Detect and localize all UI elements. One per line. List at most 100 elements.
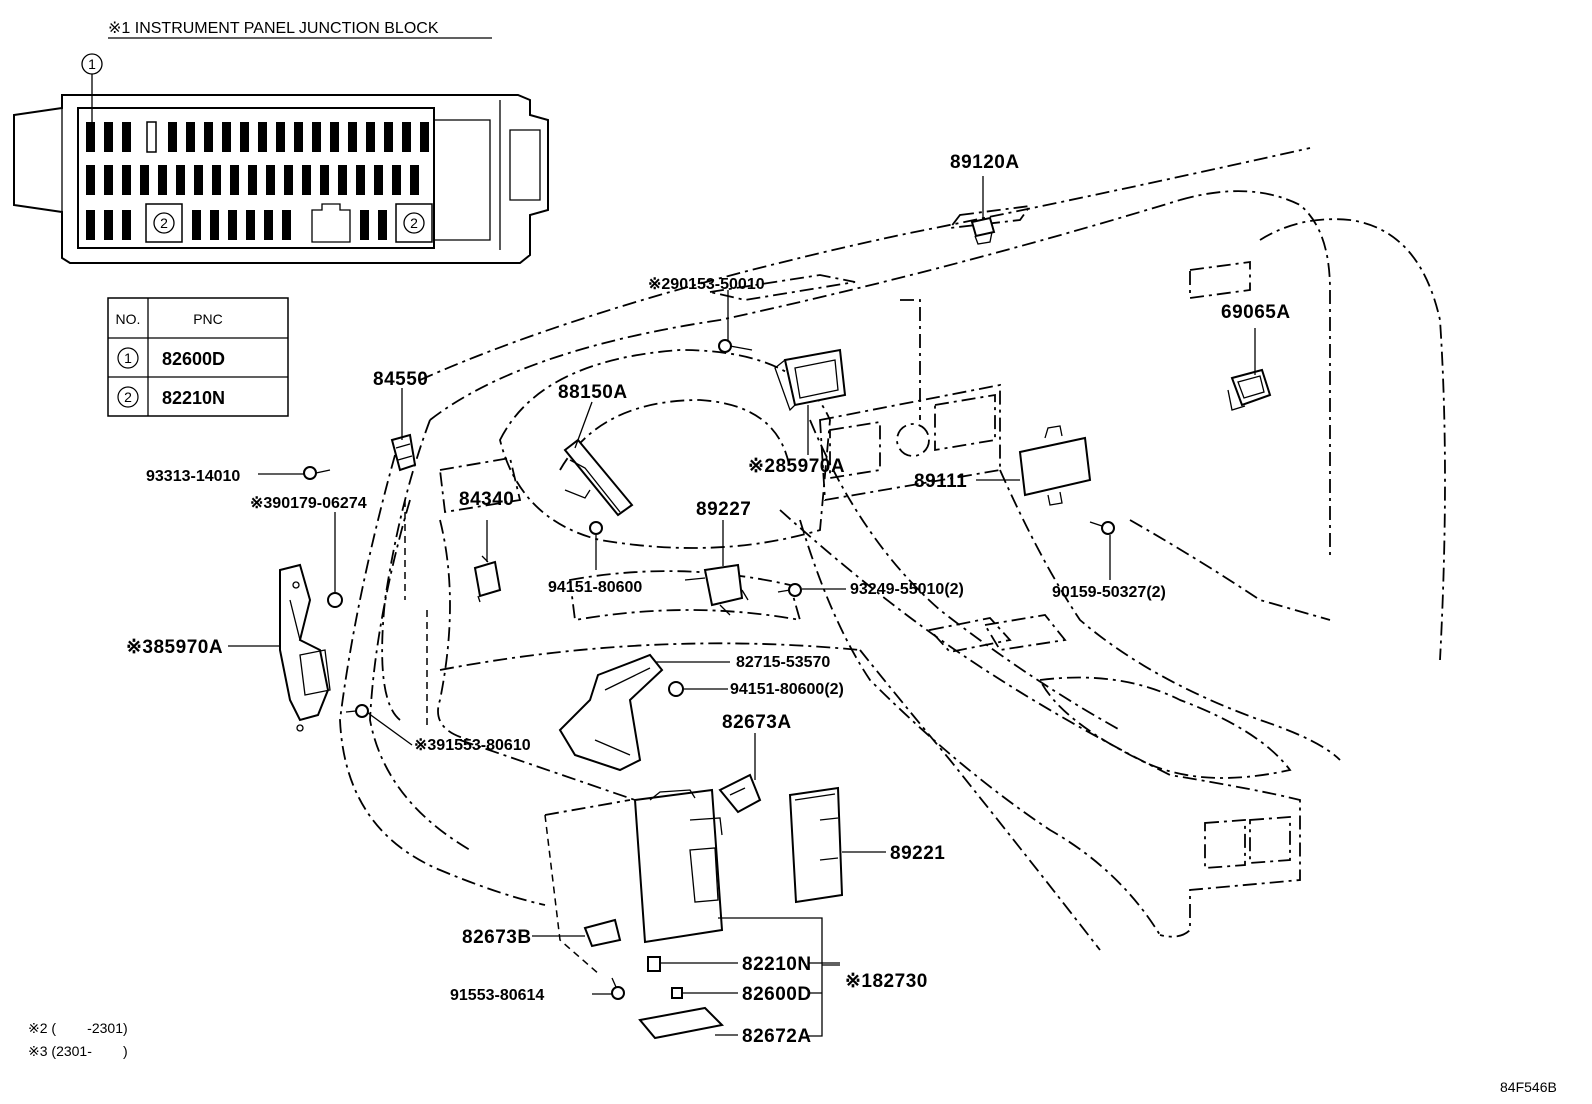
bolt-93313-14010 — [303, 466, 331, 480]
left-end-panel — [381, 419, 431, 721]
dash-right-end — [1179, 190, 1331, 560]
fuse — [122, 122, 131, 152]
part-graphics — [279, 216, 1272, 1040]
label-82673A: 82673A — [722, 712, 792, 733]
dash-right-door — [1259, 218, 1446, 661]
left-vent — [439, 456, 522, 514]
pnc-row-1-value: 82600D — [162, 349, 225, 369]
fuse-82600D — [671, 987, 683, 999]
bolt-90159-50327 — [1089, 521, 1115, 535]
empty-fuse-slot — [146, 121, 157, 153]
label-90179-06274: ※390179-06274 — [250, 495, 367, 512]
fuse — [320, 165, 329, 195]
label-82210N: 82210N — [742, 954, 812, 975]
fuse — [338, 165, 347, 195]
rear-vent-left — [1204, 819, 1246, 869]
label-94151-80600: 94151-80600 — [548, 579, 642, 596]
pnc-row-2-no: 2 — [124, 389, 132, 405]
lower-guide-line — [544, 814, 601, 976]
pnc-header-no: NO. — [116, 311, 141, 327]
fuse — [228, 210, 237, 240]
label-84340: 84340 — [459, 489, 514, 510]
bracket-82730 — [718, 917, 840, 1037]
label-94151-80600-2: 94151-80600(2) — [730, 681, 844, 698]
fuse — [104, 165, 113, 195]
bolt-91553-80610 — [345, 704, 369, 718]
center-console-outer — [779, 509, 1301, 938]
passenger-lower-edge — [1129, 519, 1331, 621]
sensor-69065A — [1227, 368, 1272, 411]
fuse — [86, 122, 95, 152]
fuse — [282, 210, 291, 240]
console-switch-1 — [928, 617, 1012, 653]
junction-block-face — [77, 107, 435, 249]
callout-2b: 2 — [410, 215, 418, 231]
bracket-85970A-left — [279, 563, 331, 732]
pnc-table: NO. PNC 1 82600D 2 82210N — [107, 297, 289, 417]
sensor-89227 — [684, 563, 749, 616]
fuse — [104, 122, 113, 152]
steering-column-cover — [569, 570, 802, 622]
center-display-edge — [900, 299, 921, 420]
module-89111 — [1018, 425, 1092, 506]
fuse — [122, 165, 131, 195]
fuse — [194, 165, 203, 195]
nut-94151-80600 — [589, 521, 603, 535]
fuse — [104, 210, 113, 240]
pnc-row-1-no: 1 — [124, 350, 132, 366]
pnc-row-1-circle — [117, 347, 139, 369]
bracket-82715-53570 — [558, 653, 664, 772]
floor-line — [859, 649, 1101, 951]
label-89227: 89227 — [696, 499, 751, 520]
junction-block-title: ※1 INSTRUMENT PANEL JUNCTION BLOCK — [108, 20, 439, 37]
fuse — [248, 165, 257, 195]
diagram-id: 84F546B — [1500, 1079, 1557, 1095]
fuse-row-3 — [86, 203, 433, 243]
fuse — [356, 165, 365, 195]
fuse — [240, 122, 249, 152]
label-82673B: 82673B — [462, 927, 532, 948]
instrument-panel-outline — [339, 147, 1446, 976]
rear-vent-right — [1249, 816, 1291, 864]
bracket-82673B — [583, 918, 622, 948]
dash-top-edge — [419, 147, 1311, 381]
dash-upper-face — [429, 199, 1181, 421]
label-90153-50010: ※290153-50010 — [648, 276, 765, 293]
callout-circle-2a — [153, 212, 175, 234]
footnotes: ※2 ( -2301) ※3 (2301- ) 84F546B — [28, 1020, 1557, 1095]
label-89221: 89221 — [890, 843, 945, 864]
meter-hood — [499, 349, 831, 549]
fuse — [204, 122, 213, 152]
fuse — [384, 122, 393, 152]
fuse — [312, 122, 321, 152]
fuse — [410, 165, 419, 195]
nut-90179-06274 — [327, 592, 343, 608]
fuse — [212, 165, 221, 195]
part-labels: 89120A ※290153-50010 69065A 84550 88150A… — [126, 152, 1291, 1047]
label-69065A: 69065A — [1221, 302, 1291, 323]
lower-dash-edge — [439, 642, 861, 671]
fuse — [230, 165, 239, 195]
pnc-row-2-circle — [117, 386, 139, 408]
junction-block-inset: ※1 INSTRUMENT PANEL JUNCTION BLOCK — [13, 20, 549, 264]
fuse — [176, 165, 185, 195]
callout-circle-2b — [403, 212, 425, 234]
bracket-82673A — [718, 773, 762, 814]
leader-88150A — [574, 401, 593, 449]
fuse — [330, 122, 339, 152]
note-3: ※3 (2301- ) — [28, 1043, 128, 1059]
label-82600D: 82600D — [742, 984, 812, 1005]
label-88150A: 88150A — [558, 382, 628, 403]
callout-2a: 2 — [160, 215, 168, 231]
cover-82672A — [638, 1006, 725, 1040]
left-lower-panel — [437, 519, 471, 741]
pnc-header-pnc: PNC — [193, 311, 223, 327]
fuse — [276, 122, 285, 152]
left-pillar-inner — [369, 499, 471, 851]
fuse — [122, 210, 131, 240]
callout-1: 1 — [88, 56, 96, 72]
bolt-91553-80614 — [611, 977, 625, 1000]
cluster-lens — [559, 399, 791, 471]
right-defrost-vent — [1189, 260, 1251, 300]
